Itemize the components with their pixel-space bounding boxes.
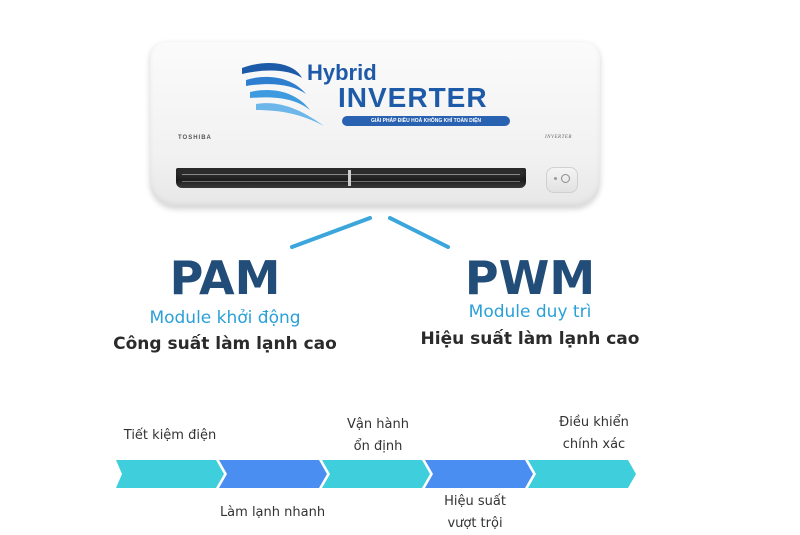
timeline-arrow-bar xyxy=(116,460,636,488)
air-vent xyxy=(176,168,526,188)
timeline-label-precise-control: Điều khiển chính xác xyxy=(559,415,629,452)
timeline-segment-2 xyxy=(219,460,327,488)
logo-inverter-text: INVERTER xyxy=(338,82,488,113)
indicator-light-icon xyxy=(554,177,557,180)
timeline-label-stable-operation: Vận hành ổn định xyxy=(347,417,409,454)
timeline-label-energy-saving: Tiết kiệm điện xyxy=(123,428,217,443)
pwm-subtitle: Module duy trì xyxy=(468,302,592,322)
timeline-label-superior-efficiency: Hiệu suất vượt trội xyxy=(444,494,506,531)
timeline-label-fast-cooling: Làm lạnh nhanh xyxy=(219,505,326,520)
timeline-segment-3 xyxy=(322,460,430,488)
timeline-segment-4 xyxy=(425,460,533,488)
sensor-panel xyxy=(546,167,578,193)
timeline-segment-5 xyxy=(528,460,636,488)
connector-right xyxy=(388,216,450,249)
connector-left xyxy=(290,216,372,249)
logo-tagline: GIẢI PHÁP ĐIỀU HOÀ KHÔNG KHÍ TOÀN DIỆN xyxy=(342,116,510,126)
pwm-benefit: Hiệu suất làm lạnh cao xyxy=(420,329,640,349)
power-ring-icon xyxy=(561,174,570,183)
wind-swoosh-icon xyxy=(242,63,324,126)
series-label: INVERTER xyxy=(544,135,572,140)
brand-label: TOSHIBA xyxy=(178,135,212,141)
pam-title: PAM xyxy=(169,251,281,305)
pam-subtitle: Module khởi động xyxy=(149,308,301,328)
pwm-title: PWM xyxy=(464,251,596,305)
air-conditioner-unit: TOSHIBA INVERTER xyxy=(150,42,600,207)
timeline-segment-1 xyxy=(116,460,224,488)
pam-benefit: Công suất làm lạnh cao xyxy=(113,334,337,354)
logo-hybrid-text: Hybrid xyxy=(307,60,377,85)
